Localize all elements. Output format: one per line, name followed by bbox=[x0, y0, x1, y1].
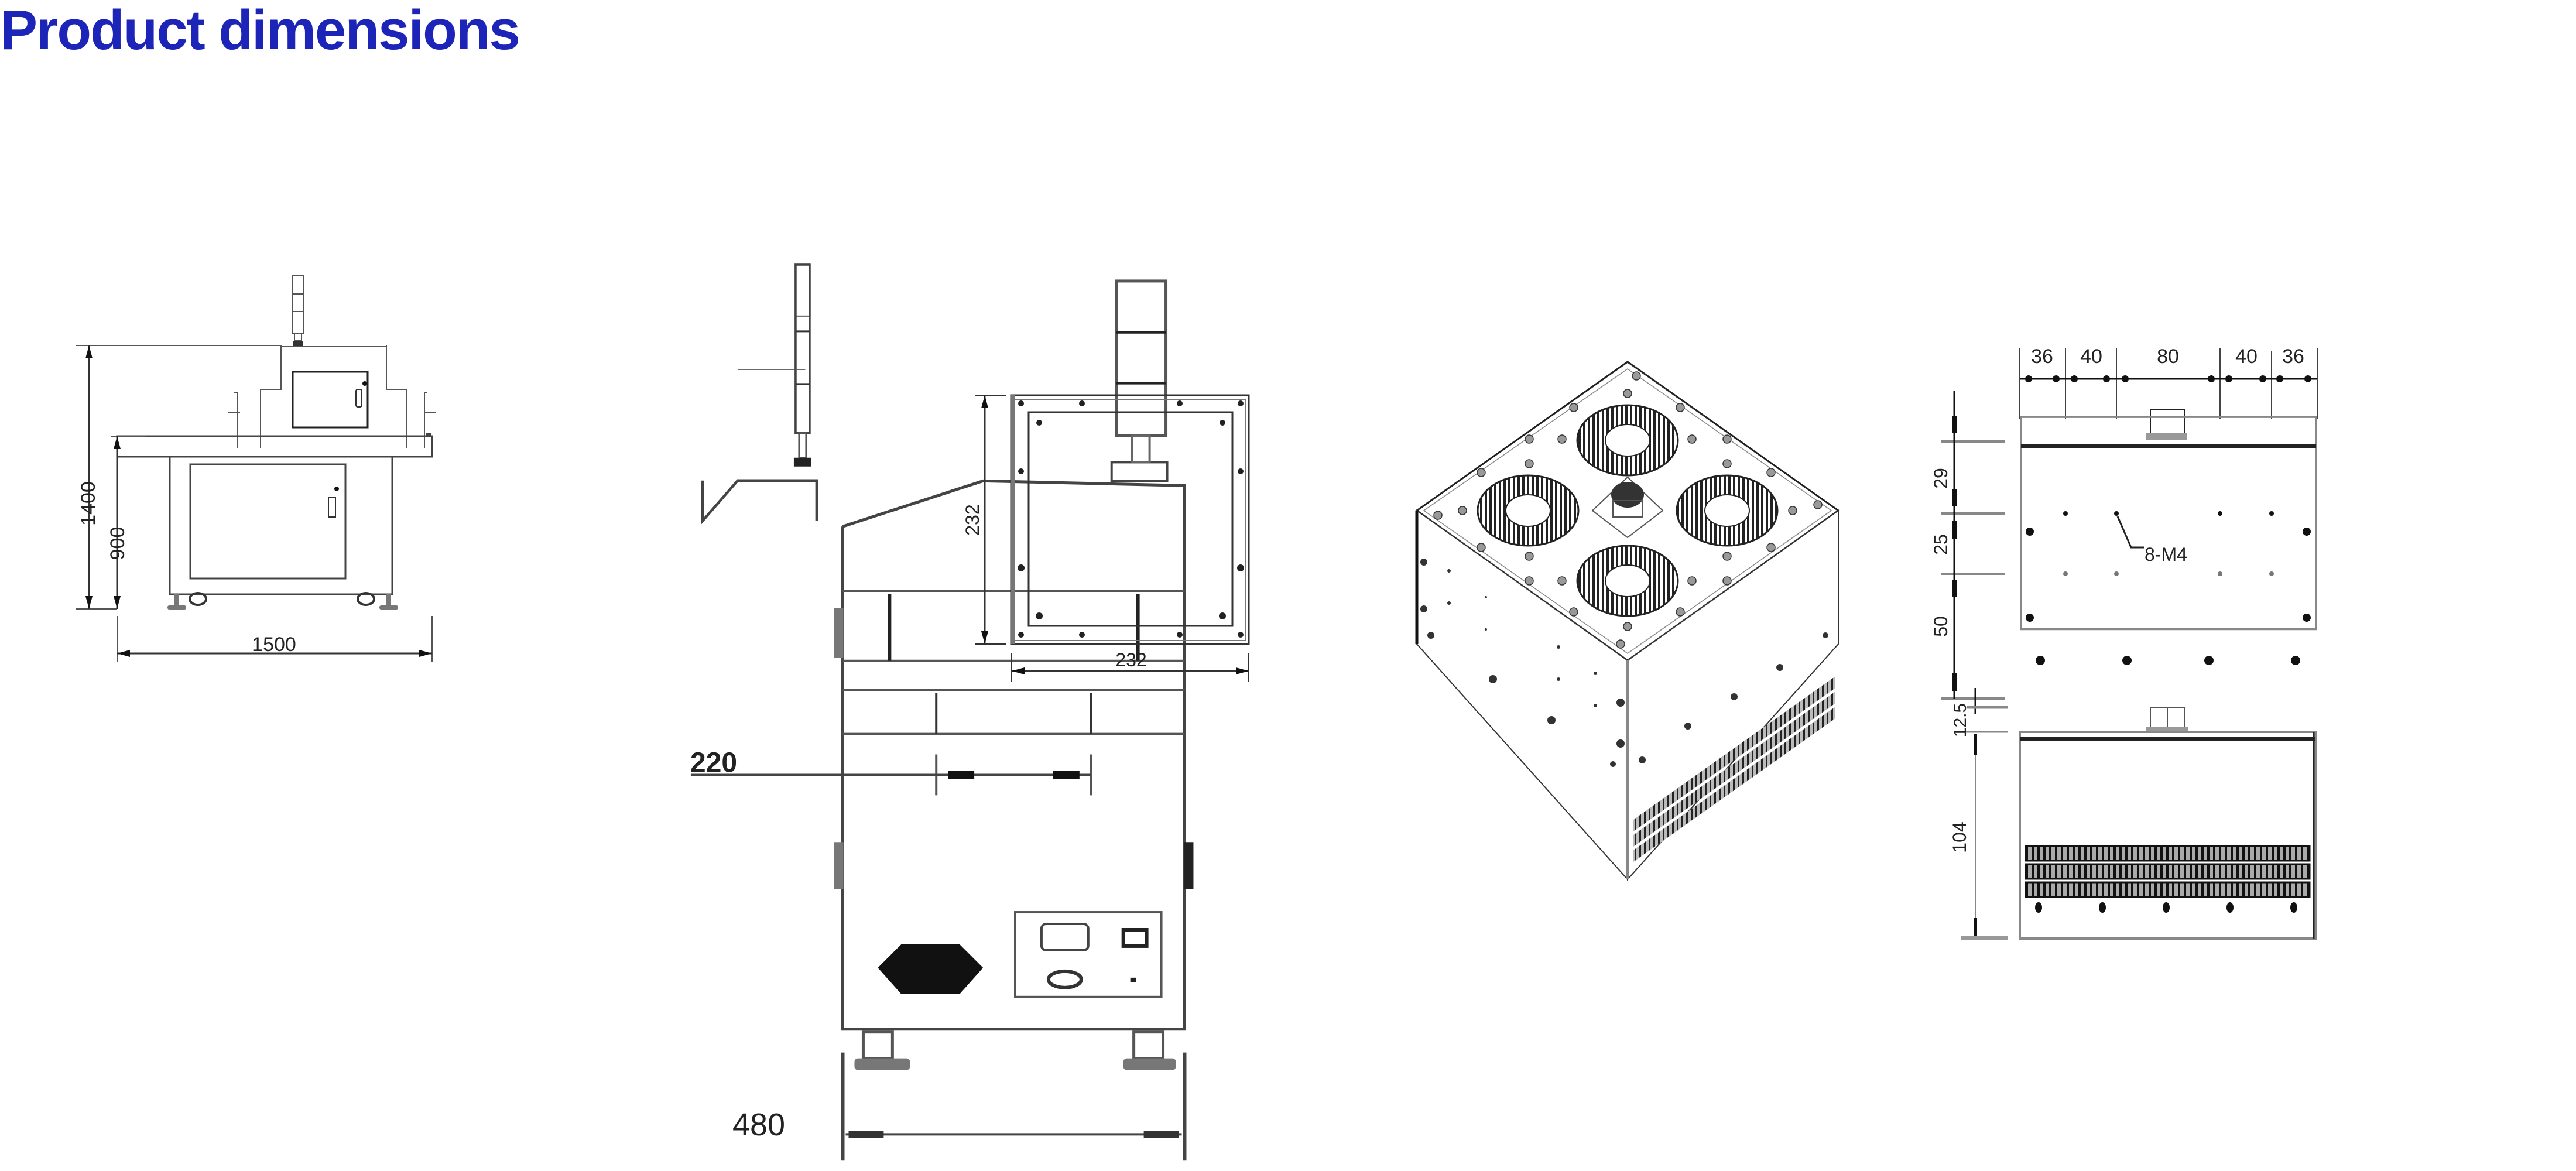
dim-h-2: 40 bbox=[2080, 345, 2102, 368]
dim-h-1: 36 bbox=[2031, 345, 2053, 368]
dim-body-height: 104 bbox=[1949, 821, 1970, 852]
bottom-right-view-drawing: 12.5 104 bbox=[1949, 688, 2317, 940]
dim-inner-width: 220 bbox=[690, 747, 737, 778]
dim-overall-width: 1500 bbox=[252, 634, 296, 656]
dim-h-5: 36 bbox=[2282, 345, 2304, 368]
dim-v-1: 29 bbox=[1930, 468, 1951, 489]
dim-v-3: 50 bbox=[1930, 616, 1951, 637]
dim-h-4: 40 bbox=[2235, 345, 2258, 368]
dim-h-3: 80 bbox=[2157, 345, 2179, 368]
front-view-drawing: 1400 900 1500 bbox=[76, 275, 436, 662]
dim-table-height: 900 bbox=[107, 527, 129, 560]
page-title: Product dimensions bbox=[0, 0, 520, 61]
dim-panel-width: 232 bbox=[1115, 649, 1146, 670]
dim-top-offset: 12.5 bbox=[1951, 703, 1970, 737]
top-right-view-drawing: 36 40 80 40 36 29 25 50 8-M4 bbox=[1930, 345, 2318, 700]
iso-view-drawing bbox=[1415, 361, 1840, 881]
dim-v-2: 25 bbox=[1930, 534, 1951, 555]
hole-note: 8-M4 bbox=[2145, 544, 2187, 565]
dim-panel-height: 232 bbox=[962, 504, 983, 535]
dim-overall-depth: 480 bbox=[732, 1107, 785, 1142]
dim-overall-height: 1400 bbox=[77, 481, 100, 526]
side-view-drawing: 220 480 bbox=[690, 263, 1194, 1161]
panel-view-drawing: 232 232 bbox=[962, 394, 1250, 682]
